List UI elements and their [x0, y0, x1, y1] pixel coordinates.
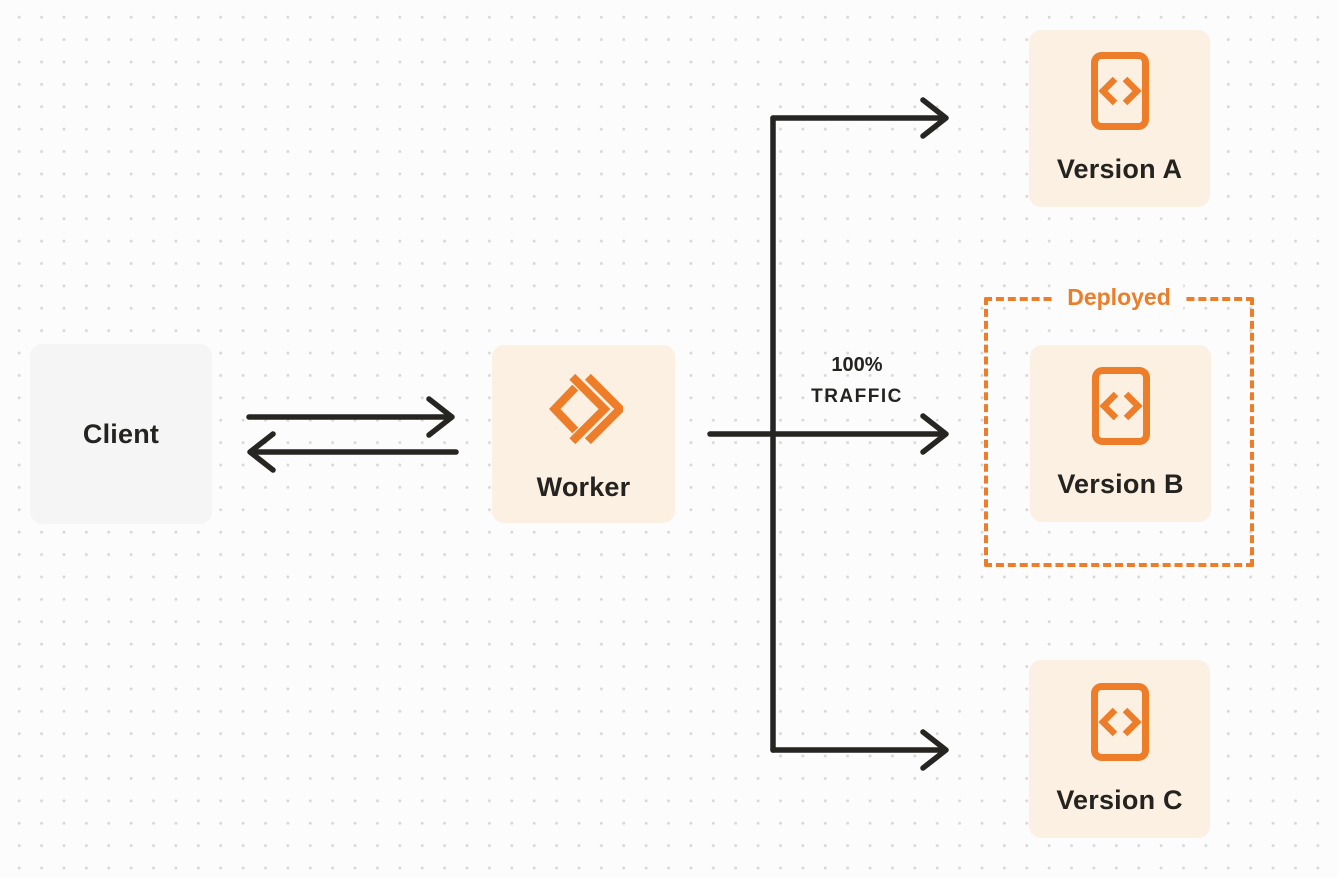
version-b-label: Version B — [1057, 469, 1184, 499]
worker-node: Worker — [492, 345, 675, 523]
code-file-icon — [1090, 52, 1149, 130]
worker-label: Worker — [536, 471, 631, 502]
version-c-node: Version C — [1029, 660, 1210, 838]
traffic-percentage-label: 100% TRAFFIC — [770, 350, 944, 413]
version-a-node: Version A — [1029, 30, 1210, 207]
client-node: Client — [30, 344, 212, 524]
version-a-label: Version A — [1056, 154, 1183, 184]
arrow-to-version-b — [707, 413, 949, 455]
arrow-to-version-a — [770, 97, 949, 139]
worker-to-client-arrow — [247, 431, 459, 473]
version-c-label: Version C — [1056, 784, 1183, 815]
client-to-worker-arrow — [246, 396, 455, 438]
workers-double-chevron-icon — [545, 370, 626, 448]
traffic-word-text: TRAFFIC — [811, 386, 903, 407]
deployed-badge: Deployed — [1055, 284, 1183, 311]
arrow-to-version-c — [770, 729, 949, 771]
code-file-icon — [1090, 682, 1149, 761]
client-label: Client — [82, 418, 160, 449]
version-b-node: Version B — [1030, 345, 1211, 522]
traffic-percent-text: 100% — [831, 354, 883, 376]
deployed-highlight-box: Deployed — [984, 284, 1254, 567]
code-file-icon — [1091, 367, 1150, 445]
